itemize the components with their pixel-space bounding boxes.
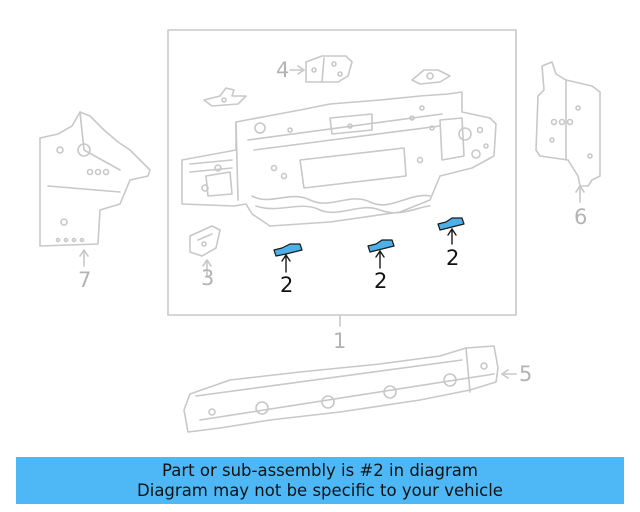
callout-4: 4 bbox=[276, 58, 290, 82]
parts-diagram bbox=[39, 29, 601, 433]
bracket-part-3 bbox=[189, 225, 221, 277]
arrow-2-middle bbox=[375, 249, 385, 269]
bracket-part-4 bbox=[289, 55, 353, 83]
arrow-2-right bbox=[447, 227, 457, 245]
banner-line-1: Part or sub-assembly is #2 in diagram bbox=[162, 460, 478, 480]
clip-part-2-left bbox=[273, 243, 303, 257]
callout-2-right: 2 bbox=[446, 246, 460, 270]
clip-part-2-middle bbox=[367, 239, 395, 253]
info-banner: Part or sub-assembly is #2 in diagram Di… bbox=[16, 457, 624, 504]
rear-panel-part bbox=[181, 91, 497, 227]
pillar-part-6 bbox=[535, 61, 601, 203]
banner-line-2: Diagram may not be specific to your vehi… bbox=[137, 480, 503, 500]
pillar-part-7 bbox=[39, 111, 151, 267]
small-bracket-left bbox=[203, 87, 247, 107]
callout-2-middle: 2 bbox=[374, 269, 388, 293]
callout-5: 5 bbox=[519, 362, 533, 386]
clip-part-2-right bbox=[437, 217, 465, 231]
arrow-2-left bbox=[281, 253, 291, 273]
callout-2-left: 2 bbox=[280, 273, 294, 297]
callout-6: 6 bbox=[574, 205, 588, 229]
callout-3: 3 bbox=[201, 266, 215, 290]
callout-1: 1 bbox=[333, 329, 347, 353]
small-bracket-right bbox=[411, 69, 451, 85]
callout-7: 7 bbox=[78, 268, 92, 292]
assembly-box bbox=[167, 29, 517, 316]
reinforcement-part-5 bbox=[183, 345, 517, 433]
